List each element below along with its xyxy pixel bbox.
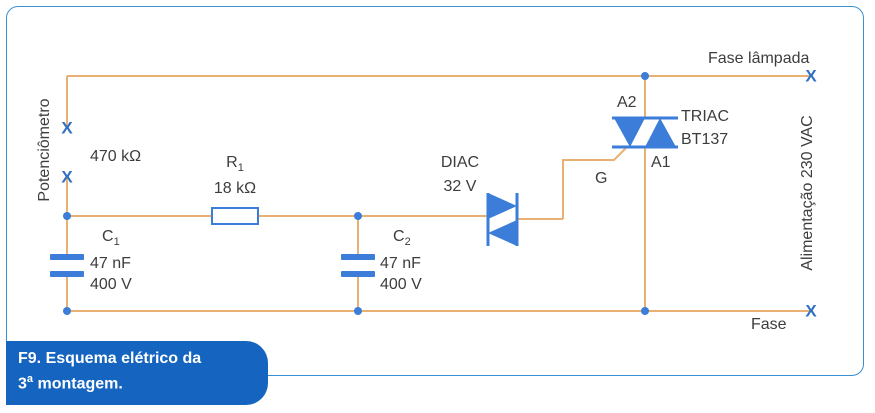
resistor-r1 bbox=[211, 207, 259, 225]
label-c1-name: C1 bbox=[102, 228, 120, 249]
junction-dot-c2-bottom bbox=[354, 307, 362, 315]
label-c2-name: C2 bbox=[393, 228, 411, 249]
label-pot-value: 470 kΩ bbox=[90, 148, 142, 165]
label-fase: Fase bbox=[751, 316, 787, 333]
label-fase-lampada: Fase lâmpada bbox=[708, 50, 810, 67]
triac-symbol bbox=[612, 116, 678, 149]
junction-dot-left bbox=[63, 212, 71, 220]
label-triac-g: G bbox=[595, 170, 608, 187]
label-c1-cap: 47 nF bbox=[90, 255, 131, 272]
label-c2-cap: 47 nF bbox=[380, 255, 421, 272]
junction-dot-top bbox=[641, 72, 649, 80]
label-alimentacao: Alimentação 230 VAC bbox=[799, 115, 816, 271]
terminal-fase-lampada: X bbox=[805, 66, 817, 86]
label-r1-name: R1 bbox=[226, 154, 244, 175]
label-triac-name: TRIAC bbox=[681, 108, 729, 125]
diac-symbol bbox=[486, 193, 519, 246]
label-diac-name: DIAC bbox=[440, 154, 480, 171]
terminal-fase: X bbox=[805, 301, 817, 321]
label-diac-volt: 32 V bbox=[443, 178, 477, 195]
caption-line-1: F9. Esquema elétrico da bbox=[18, 350, 202, 367]
terminal-pot-top: X bbox=[61, 118, 73, 138]
terminal-pot-bottom: X bbox=[61, 167, 73, 187]
label-triac-part: BT137 bbox=[681, 131, 729, 148]
label-c1-volt: 400 V bbox=[90, 276, 132, 293]
junction-dot-bottom bbox=[641, 307, 649, 315]
figure-caption: F9. Esquema elétrico da 3a montagem. bbox=[6, 341, 268, 405]
junction-dot-c1-bottom bbox=[63, 307, 71, 315]
label-potenciometro: Potenciômetro bbox=[36, 98, 53, 202]
label-r1-value: 18 kΩ bbox=[213, 180, 257, 197]
label-triac-a1: A1 bbox=[651, 154, 671, 171]
junction-dot-c2-top bbox=[354, 212, 362, 220]
label-triac-a2: A2 bbox=[617, 94, 637, 111]
wire-gate bbox=[562, 147, 627, 219]
figure-frame bbox=[6, 6, 864, 376]
capacitor-c2 bbox=[341, 254, 375, 277]
label-c2-volt: 400 V bbox=[380, 276, 422, 293]
capacitor-c1 bbox=[50, 254, 84, 277]
caption-line-2: 3a montagem. bbox=[18, 373, 123, 393]
